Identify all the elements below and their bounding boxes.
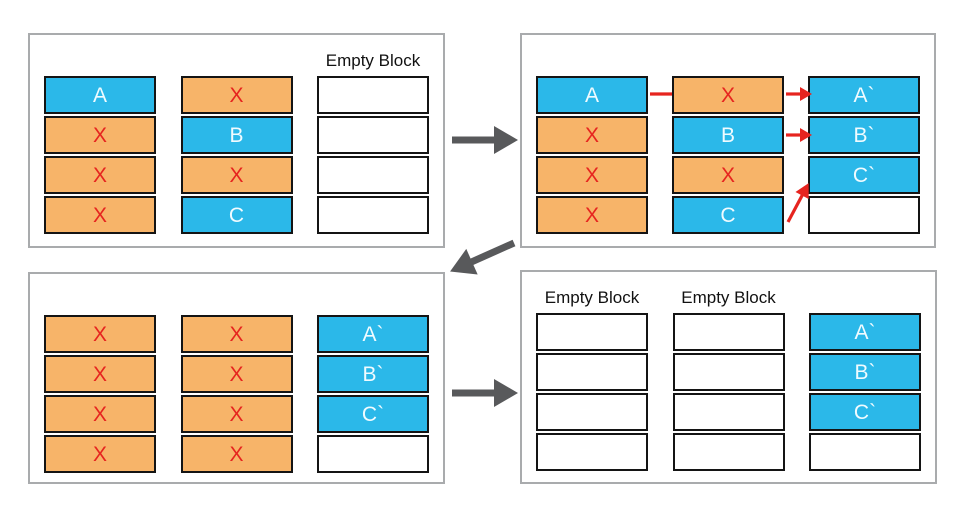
block xyxy=(317,196,429,234)
block: X xyxy=(536,116,648,154)
column-header xyxy=(536,35,648,76)
block: X xyxy=(44,315,156,353)
panel-step2: A X X X X B X C A` B` C` xyxy=(520,33,936,248)
block: X xyxy=(44,355,156,393)
block: X xyxy=(536,156,648,194)
block xyxy=(672,353,785,391)
block: X xyxy=(44,196,156,234)
block: A xyxy=(44,76,156,114)
block-column: X X X X xyxy=(44,274,156,482)
block: B` xyxy=(809,353,921,391)
column-header xyxy=(809,272,921,313)
block-column: A X X X xyxy=(44,35,156,246)
block xyxy=(317,116,429,154)
block: A` xyxy=(809,313,921,351)
block xyxy=(536,313,648,351)
block-column: Empty Block xyxy=(536,272,648,482)
block xyxy=(536,393,648,431)
block-column: Empty Block xyxy=(672,272,785,482)
block xyxy=(672,433,785,471)
column-header xyxy=(808,35,920,76)
column-header xyxy=(44,35,156,76)
empty-block-header: Empty Block xyxy=(544,288,640,307)
block: X xyxy=(180,355,293,393)
block: B xyxy=(180,116,293,154)
block: X xyxy=(180,315,293,353)
block xyxy=(317,156,429,194)
block xyxy=(317,435,429,473)
block: A` xyxy=(808,76,920,114)
block-column: A X X X xyxy=(536,35,648,246)
block: X xyxy=(672,156,784,194)
block: X xyxy=(180,435,293,473)
block: X xyxy=(44,395,156,433)
block xyxy=(808,196,920,234)
block: A` xyxy=(317,315,429,353)
empty-block-header: Empty Block xyxy=(681,288,776,307)
block-column: A` B` C` xyxy=(317,274,429,482)
block-column: Empty Block xyxy=(317,35,429,246)
panel-step4: Empty Block Empty Block A` B` C` xyxy=(520,270,937,484)
block: X xyxy=(180,395,293,433)
block: C` xyxy=(317,395,429,433)
panel-step1: A X X X X B X C Empty Block xyxy=(28,33,445,248)
block: C` xyxy=(808,156,920,194)
block-column: A` B` C` xyxy=(809,272,921,482)
column-header xyxy=(317,274,429,315)
block: B` xyxy=(317,355,429,393)
empty-block-header: Empty Block xyxy=(325,51,421,70)
block: X xyxy=(180,156,293,194)
block: C` xyxy=(809,393,921,431)
panel-step3: X X X X X X X X A` B` C` xyxy=(28,272,445,484)
flow-arrow-step3-step4 xyxy=(452,379,518,407)
flow-arrow-step1-step2 xyxy=(452,126,518,154)
block-column: X B X C xyxy=(672,35,784,246)
block: A xyxy=(536,76,648,114)
block xyxy=(672,313,785,351)
column-header xyxy=(181,274,293,315)
block: X xyxy=(44,435,156,473)
block: B xyxy=(672,116,784,154)
block: X xyxy=(672,76,784,114)
block xyxy=(536,353,648,391)
column-header xyxy=(672,35,784,76)
block xyxy=(317,76,429,114)
block xyxy=(672,393,785,431)
block-column: X X X X xyxy=(180,274,293,482)
block: X xyxy=(180,76,293,114)
block: C xyxy=(672,196,784,234)
column-header xyxy=(44,274,156,315)
block: X xyxy=(44,116,156,154)
block: X xyxy=(44,156,156,194)
flow-arrow-step2-step3 xyxy=(450,239,516,275)
block-column: X B X C xyxy=(180,35,293,246)
column-header xyxy=(181,35,293,76)
block xyxy=(809,433,921,471)
block: C xyxy=(180,196,293,234)
block: B` xyxy=(808,116,920,154)
block-column: A` B` C` xyxy=(808,35,920,246)
block xyxy=(536,433,648,471)
block: X xyxy=(536,196,648,234)
